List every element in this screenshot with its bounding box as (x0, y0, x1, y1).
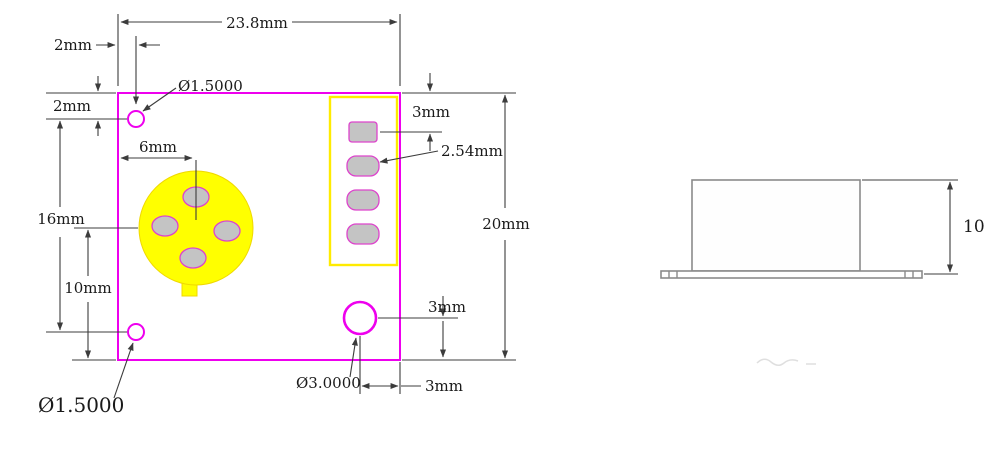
dim-side-height: 10 (862, 179, 985, 275)
side-body (691, 179, 861, 272)
dim-height: 20mm (402, 92, 530, 361)
sensor-pad-left (151, 215, 179, 237)
leader-line (142, 87, 177, 112)
dim-hole-dy: 2mm (46, 76, 127, 136)
connector-pad-3 (346, 189, 380, 211)
dim-width-label: 23.8mm (226, 14, 288, 32)
dim-pad-top-label: 3mm (412, 103, 450, 121)
dim-hole-dx-label: 2mm (54, 36, 92, 54)
callout-hole-small-bottom: Ø1.5000 (38, 342, 134, 417)
mounting-hole-bottom-left (127, 323, 145, 341)
leader-line (349, 337, 358, 378)
dim-hole-dx: 2mm (54, 36, 160, 105)
dim-sensor-dy-label: 10mm (64, 279, 112, 297)
mounting-hole-large (342, 300, 378, 336)
callout-hole-small-bottom-label: Ø1.5000 (38, 393, 124, 417)
dim-hole-large-dy: 3mm (378, 296, 466, 358)
sensor-pad-right (213, 220, 241, 242)
callout-hole-large: Ø3.0000 (296, 337, 361, 392)
dim-hole-large-dy-label: 3mm (428, 298, 466, 316)
dim-holes-spacing: 16mm (37, 120, 127, 333)
connector (328, 95, 399, 267)
front-view: 23.8mm 2mm 2mm 6mm (37, 14, 530, 417)
dim-pad-pitch-label: 2.54mm (441, 142, 503, 160)
connector-pad-1 (348, 121, 378, 143)
side-view: 10 (660, 179, 985, 366)
dim-side-height-label: 10 (963, 217, 985, 237)
mounting-hole-top-left (127, 110, 145, 128)
connector-outline (328, 95, 399, 267)
faint-watermark (756, 358, 816, 366)
dim-holes-spacing-label: 16mm (37, 210, 85, 228)
sensor-pad-bottom (179, 247, 207, 269)
dim-hole-large-dx-label: 3mm (425, 377, 463, 395)
dimensions-front: 23.8mm 2mm 2mm 6mm (37, 14, 530, 417)
dim-pad-top: 3mm (380, 73, 450, 151)
side-base-plate (660, 270, 923, 279)
connector-pad-4 (346, 223, 380, 245)
sensor (138, 170, 254, 297)
callout-hole-small-top: Ø1.5000 (142, 77, 243, 112)
dim-height-label: 20mm (482, 215, 530, 233)
connector-pad-2 (346, 155, 380, 177)
dim-hole-large-dx: 3mm (359, 336, 463, 395)
callout-hole-large-label: Ø3.0000 (296, 374, 361, 392)
dim-width: 23.8mm (117, 14, 401, 86)
leader-line (379, 150, 439, 164)
dim-hole-dy-label: 2mm (53, 97, 91, 115)
dim-pad-pitch: 2.54mm (379, 142, 503, 164)
leader-line (113, 342, 134, 399)
dim-sensor-dx-label: 6mm (139, 138, 177, 156)
callout-hole-small-top-label: Ø1.5000 (178, 77, 243, 95)
dim-sensor-dy: 10mm (64, 227, 138, 361)
dim-sensor-dx: 6mm (120, 138, 197, 220)
